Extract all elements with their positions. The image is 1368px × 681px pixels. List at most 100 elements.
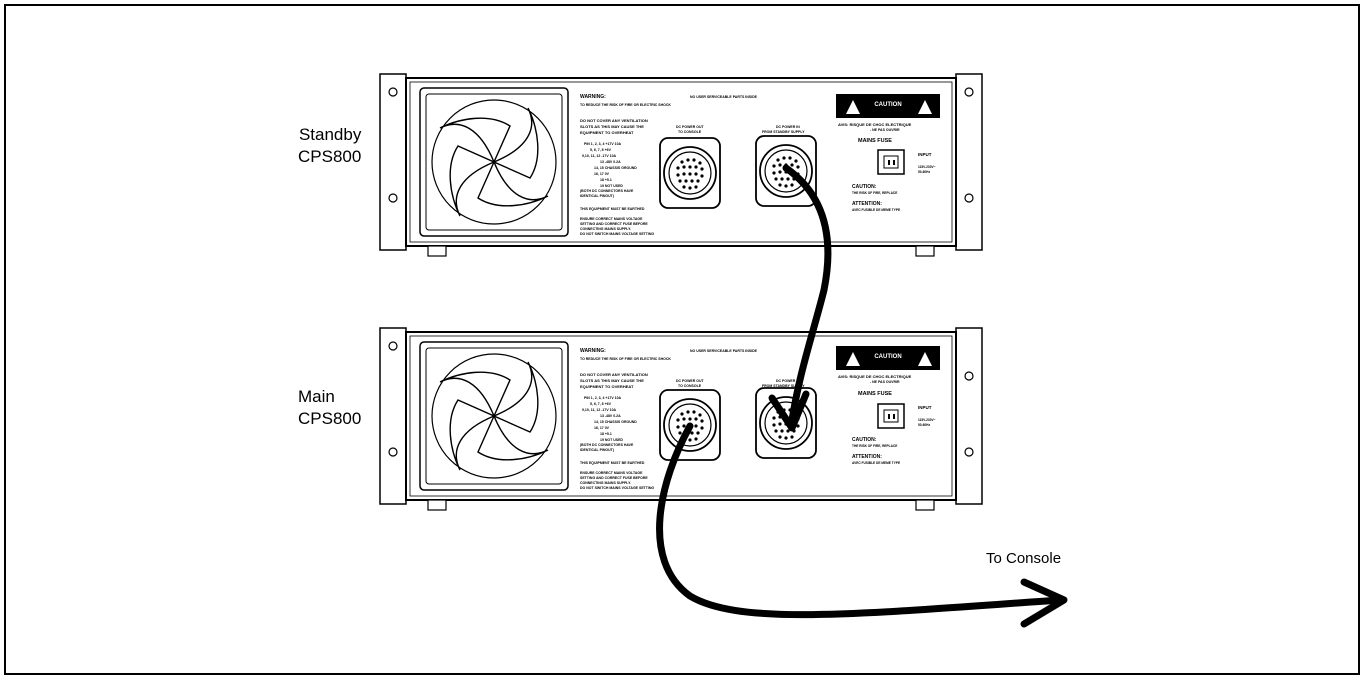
svg-text:FROM STANDBY SUPPLY: FROM STANDBY SUPPLY xyxy=(762,130,805,134)
no-user-parts: NO USER SERVICEABLE PARTS INSIDE xyxy=(690,95,758,99)
svg-text:14, 15 CHASSIS GROUND: 14, 15 CHASSIS GROUND xyxy=(594,420,637,424)
ventilation-warning: DO NOT COVER ANY VENTILATION xyxy=(580,372,648,377)
standby-label-line1: Standby xyxy=(298,125,362,144)
rack-ear-left xyxy=(379,327,407,505)
svg-text:19 NOT USED: 19 NOT USED xyxy=(600,438,623,442)
iec-inlet xyxy=(877,149,905,175)
svg-text:18 +5.1: 18 +5.1 xyxy=(600,178,612,182)
rack-screw-icon xyxy=(964,193,974,203)
avis-text: AVIS: RISQUE DE CHOC ELECTRIQUE xyxy=(838,374,912,379)
dc-out-label: DC POWER OUT xyxy=(676,379,704,383)
warning-title: WARNING: xyxy=(580,348,606,354)
input-label: INPUT xyxy=(918,152,932,157)
svg-text:THE RISK OF FIRE, REPLACE: THE RISK OF FIRE, REPLACE xyxy=(852,444,897,448)
warning-text: TO REDUCE THE RISK OF FIRE OR ELECTRIC S… xyxy=(580,103,671,107)
foot xyxy=(427,245,447,257)
svg-text:PIN 1, 2, 3, 4 +17V 10A: PIN 1, 2, 3, 4 +17V 10A xyxy=(584,396,622,400)
rack-screw-icon xyxy=(964,87,974,97)
main-label-line1: Main xyxy=(298,387,335,406)
caution-header: CAUTION xyxy=(874,102,901,108)
svg-text:TO CONSOLE: TO CONSOLE xyxy=(678,130,702,134)
svg-text:9,10, 11, 12 -17V 10A: 9,10, 11, 12 -17V 10A xyxy=(582,408,617,412)
svg-text:19 NOT USED: 19 NOT USED xyxy=(600,184,623,188)
svg-text:THE RISK OF FIRE, REPLACE: THE RISK OF FIRE, REPLACE xyxy=(852,191,897,195)
standby-label-line2: CPS800 xyxy=(298,147,362,166)
svg-text:16, 17 0V: 16, 17 0V xyxy=(594,172,610,176)
warning-triangle-icon xyxy=(846,100,860,114)
pinout-note: (BOTH DC CONNECTORS HAVE xyxy=(580,189,634,193)
main-unit: WARNING: TO REDUCE THE RISK OF FIRE OR E… xyxy=(379,327,983,511)
avis-text: AVIS: RISQUE DE CHOC ELECTRIQUE xyxy=(838,122,912,127)
warning-triangle-icon xyxy=(918,352,932,366)
mains-fuse-label: MAINS FUSE xyxy=(858,391,892,397)
svg-text:13 -48V 0.2A: 13 -48V 0.2A xyxy=(600,414,621,418)
iec-inlet xyxy=(877,403,905,429)
ventilation-warning: DO NOT COVER ANY VENTILATION xyxy=(580,118,648,123)
dc-out-label: DC POWER OUT xyxy=(676,125,704,129)
rack-screw-icon xyxy=(964,447,974,457)
svg-text:IDENTICAL PINOUT): IDENTICAL PINOUT) xyxy=(580,448,614,452)
standby-to-main-cable xyxy=(782,164,832,424)
svg-text:SLOTS AS THIS MAY CAUSE THE: SLOTS AS THIS MAY CAUSE THE xyxy=(580,124,644,129)
svg-text:CONNECTING MAINS SUPPLY.: CONNECTING MAINS SUPPLY. xyxy=(580,481,631,485)
svg-text:PIN 1, 2, 3, 4 +17V 10A: PIN 1, 2, 3, 4 +17V 10A xyxy=(584,142,622,146)
attention-text: ATTENTION: xyxy=(852,454,882,460)
svg-text:SETTING AND CORRECT FUSE BEFOR: SETTING AND CORRECT FUSE BEFORE xyxy=(580,222,648,226)
svg-text:- NE PAS OUVRIR: - NE PAS OUVRIR xyxy=(870,128,900,132)
rack-screw-icon xyxy=(388,87,398,97)
svg-text:50-60Hz: 50-60Hz xyxy=(918,170,930,174)
to-console-label: To Console xyxy=(986,550,1062,567)
cable-arrowhead-icon xyxy=(768,390,810,432)
ensure-note: ENSURE CORRECT MAINS VOLTAGE xyxy=(580,217,643,221)
input-label: INPUT xyxy=(918,405,932,410)
earthed-note: THIS EQUIPMENT MUST BE EARTHED xyxy=(580,461,645,465)
standby-unit: WARNING: TO REDUCE THE RISK OF FIRE OR E… xyxy=(379,73,983,257)
svg-text:TO CONSOLE: TO CONSOLE xyxy=(678,384,702,388)
ensure-note: ENSURE CORRECT MAINS VOLTAGE xyxy=(580,471,643,475)
svg-text:16, 17 0V: 16, 17 0V xyxy=(594,426,610,430)
svg-text:5, 6, 7, 8 +6V: 5, 6, 7, 8 +6V xyxy=(590,402,612,406)
caution-text: CAUTION: xyxy=(852,184,877,190)
foot xyxy=(427,499,447,511)
warning-text: TO REDUCE THE RISK OF FIRE OR ELECTRIC S… xyxy=(580,357,671,361)
attention-text: ATTENTION: xyxy=(852,201,882,207)
svg-text:50-60Hz: 50-60Hz xyxy=(918,423,930,427)
svg-text:14, 15 CHASSIS GROUND: 14, 15 CHASSIS GROUND xyxy=(594,166,637,170)
svg-text:EQUIPMENT TO OVERHEAT: EQUIPMENT TO OVERHEAT xyxy=(580,130,634,135)
rack-ear-right xyxy=(955,327,983,505)
svg-text:AVEC FUSIBLE DE MEME TYPE: AVEC FUSIBLE DE MEME TYPE xyxy=(852,461,900,465)
diagram-frame xyxy=(4,4,1360,675)
rack-ear-left xyxy=(379,73,407,251)
warning-title: WARNING: xyxy=(580,94,606,100)
rack-screw-icon xyxy=(388,447,398,457)
main-unit-label: Main CPS800 xyxy=(298,386,361,430)
console-arrowhead-icon xyxy=(1020,578,1068,628)
dc-out-connector xyxy=(659,137,721,209)
svg-text:5, 6, 7, 8 +6V: 5, 6, 7, 8 +6V xyxy=(590,148,612,152)
earthed-note: THIS EQUIPMENT MUST BE EARTHED xyxy=(580,207,645,211)
svg-text:SETTING AND CORRECT FUSE BEFOR: SETTING AND CORRECT FUSE BEFORE xyxy=(580,476,648,480)
svg-text:115V-230V~: 115V-230V~ xyxy=(918,418,936,422)
pinout-note: (BOTH DC CONNECTORS HAVE xyxy=(580,443,634,447)
rack-screw-icon xyxy=(964,371,974,381)
dc-in-label: DC POWER IN xyxy=(776,125,800,129)
foot xyxy=(915,499,935,511)
svg-text:EQUIPMENT TO OVERHEAT: EQUIPMENT TO OVERHEAT xyxy=(580,384,634,389)
svg-text:IDENTICAL PINOUT): IDENTICAL PINOUT) xyxy=(580,194,614,198)
fan-icon xyxy=(419,87,569,237)
rack-screw-icon xyxy=(388,341,398,351)
svg-text:SLOTS AS THIS MAY CAUSE THE: SLOTS AS THIS MAY CAUSE THE xyxy=(580,378,644,383)
fan-icon xyxy=(419,341,569,491)
main-label-line2: CPS800 xyxy=(298,409,362,428)
svg-text:DO NOT SWITCH MAINS VOLTAGE SE: DO NOT SWITCH MAINS VOLTAGE SETTING xyxy=(580,486,654,490)
svg-text:CONNECTING MAINS SUPPLY.: CONNECTING MAINS SUPPLY. xyxy=(580,227,631,231)
standby-unit-label: Standby CPS800 xyxy=(298,124,361,168)
svg-text:18 +5.1: 18 +5.1 xyxy=(600,432,612,436)
console-cable xyxy=(656,422,1064,619)
mains-fuse-label: MAINS FUSE xyxy=(858,138,892,144)
foot xyxy=(915,245,935,257)
no-user-parts: NO USER SERVICEABLE PARTS INSIDE xyxy=(690,349,758,353)
svg-text:9,10, 11, 12 -17V 10A: 9,10, 11, 12 -17V 10A xyxy=(582,154,617,158)
caution-header: CAUTION xyxy=(874,354,901,360)
